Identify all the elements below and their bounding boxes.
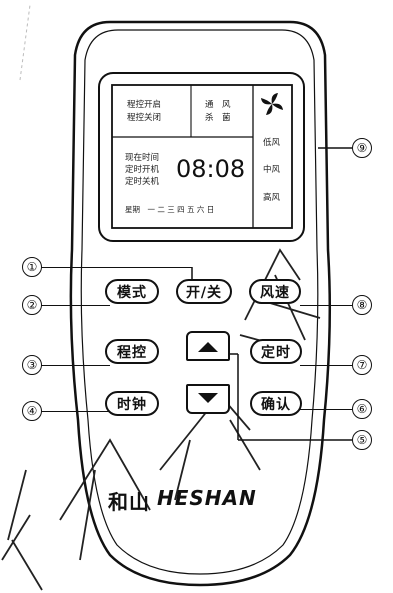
timer-button[interactable]: 定时 bbox=[250, 339, 302, 364]
triangle-down-icon bbox=[198, 393, 218, 403]
callout-9: ⑨ bbox=[352, 138, 372, 158]
down-button[interactable] bbox=[186, 384, 230, 414]
program-button[interactable]: 程控 bbox=[105, 339, 159, 364]
leader-line-7 bbox=[300, 365, 352, 366]
callout-5: ⑤ bbox=[352, 430, 372, 450]
clock-button[interactable]: 时钟 bbox=[105, 391, 159, 416]
mode-button[interactable]: 模式 bbox=[105, 279, 159, 304]
callout-2: ② bbox=[22, 295, 42, 315]
callout-1: ① bbox=[22, 257, 42, 277]
power-button[interactable]: 开/关 bbox=[176, 279, 232, 304]
lcd-fan-low: 低风 bbox=[263, 138, 281, 148]
lcd-clock-display: 08:08 bbox=[176, 155, 246, 183]
lcd-label-timer-off: 定时关机 bbox=[125, 177, 160, 187]
callout-8: ⑧ bbox=[352, 295, 372, 315]
lcd-label-sterilize: 杀 菌 bbox=[205, 113, 231, 123]
lcd-label-current-time: 现在时间 bbox=[125, 153, 160, 163]
up-button[interactable] bbox=[186, 331, 230, 361]
triangle-up-icon bbox=[198, 342, 218, 352]
brand-logo-en: HESHAN bbox=[157, 486, 257, 510]
brand-logo-cn: 和山 bbox=[108, 490, 150, 514]
lcd-label-timer-on: 定时开机 bbox=[125, 165, 160, 175]
lcd-label-prog-on: 程控开启 bbox=[127, 100, 162, 110]
callout-6: ⑥ bbox=[352, 399, 372, 419]
leader-line-1 bbox=[40, 267, 192, 268]
callout-3: ③ bbox=[22, 355, 42, 375]
lcd-fan-high: 高风 bbox=[263, 193, 281, 203]
lcd-label-ventilate: 通 风 bbox=[205, 100, 231, 110]
leader-line-6 bbox=[300, 409, 352, 410]
fan-speed-button[interactable]: 风速 bbox=[249, 279, 301, 304]
callout-7: ⑦ bbox=[352, 355, 372, 375]
lcd-weekday-row: 星期 一 二 三 四 五 六 日 bbox=[125, 205, 215, 214]
callout-4: ④ bbox=[22, 401, 42, 421]
leader-line-4 bbox=[40, 411, 110, 412]
leader-line-2 bbox=[40, 305, 110, 306]
leader-line-8 bbox=[300, 305, 352, 306]
lcd-label-prog-off: 程控关闭 bbox=[127, 113, 162, 123]
lcd-fan-mid: 中风 bbox=[263, 165, 281, 175]
leader-line-3 bbox=[40, 365, 110, 366]
confirm-button[interactable]: 确认 bbox=[250, 391, 302, 416]
